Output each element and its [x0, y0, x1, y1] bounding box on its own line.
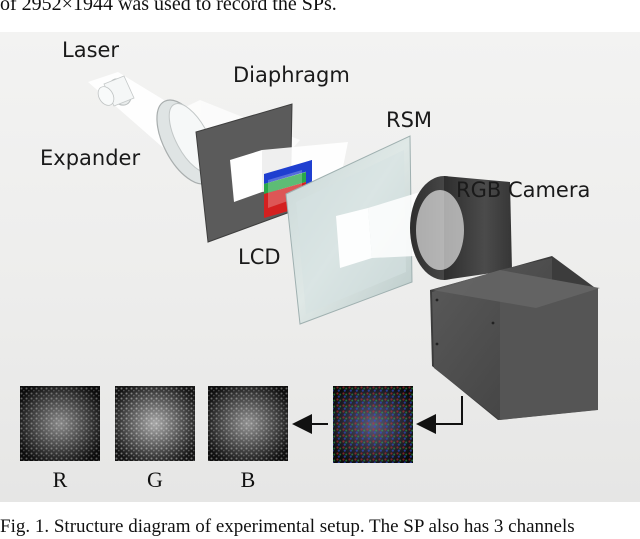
flow-arrows — [292, 396, 463, 434]
label-rsm: RSM — [386, 108, 433, 132]
speckle-g — [115, 386, 195, 461]
caption-top-line: of 2952×1944 was used to record the SPs. — [0, 0, 337, 15]
speckle-r — [20, 386, 100, 461]
channel-label-r: R — [52, 467, 68, 492]
setup-figure: Laser Diaphragm RSM Expander RGB Camera … — [0, 32, 640, 502]
channel-label-g: G — [147, 467, 163, 492]
laser-source — [97, 75, 135, 107]
label-laser: Laser — [62, 38, 120, 62]
speckle-b — [208, 386, 288, 461]
caption-bottom-line: Fig. 1. Structure diagram of experimenta… — [0, 516, 575, 537]
label-rgb-camera: RGB Camera — [456, 178, 591, 202]
rgb-camera — [410, 176, 600, 420]
setup-diagram — [20, 72, 600, 463]
rsm-plate — [285, 135, 413, 325]
label-lcd: LCD — [238, 245, 281, 269]
label-diaphragm: Diaphragm — [233, 63, 350, 87]
channel-label-b: B — [240, 467, 256, 492]
speckle-rgb — [333, 386, 413, 463]
label-expander: Expander — [40, 146, 141, 170]
